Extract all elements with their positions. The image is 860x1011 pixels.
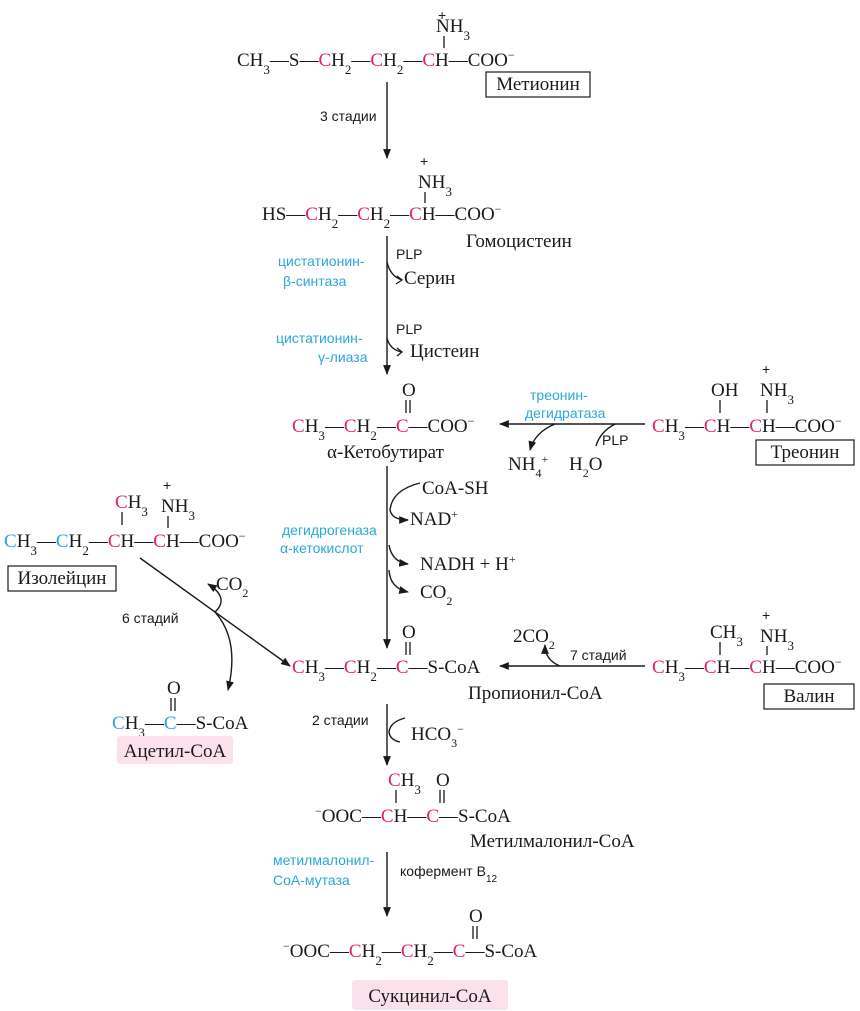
coa-sh-label: CoA-SH — [422, 478, 489, 499]
arrow-isoleucine-acetyl — [214, 611, 234, 691]
serine-label: Серин — [404, 268, 455, 289]
ketobutyrate-label: α-Кетобутират — [327, 442, 445, 463]
svg-text:O: O — [402, 380, 416, 401]
svg-text:NH3: NH3 — [436, 16, 470, 43]
ketobutyrate-structure: O CH3—CH2—C—COO− — [292, 380, 475, 443]
hco3-arrow — [388, 717, 406, 743]
svg-text:NH3: NH3 — [760, 626, 794, 653]
svg-text:NH3: NH3 — [760, 380, 794, 407]
bckdh-enzyme-line1: дегидрогеназа — [282, 522, 377, 538]
td-enzyme-line2: дегидратаза — [525, 405, 606, 421]
svg-text:NH3: NH3 — [161, 496, 195, 523]
acetyl-coa-label: Ацетил-CoA — [124, 741, 227, 762]
svg-text:HS—CH2—CH2—CH—COO−: HS—CH2—CH2—CH—COO− — [262, 202, 502, 231]
methionine-structure: + NH3 CH3—S—CH2—CH2—CH—COO− — [237, 7, 515, 77]
svg-text:+: + — [762, 361, 770, 377]
svg-text:+: + — [762, 607, 770, 623]
svg-text:+: + — [163, 477, 171, 493]
threonine-structure: OH + NH3 CH3—CH—CH—COO− — [652, 361, 842, 443]
homocysteine-label: Гомоцистеин — [466, 231, 572, 252]
propionyl-steps-label: 2 стадии — [312, 712, 369, 728]
methionine-label: Метионин — [496, 74, 580, 95]
svg-text:CH3—C—S-CoA: CH3—C—S-CoA — [112, 713, 249, 740]
svg-text:O: O — [469, 906, 483, 927]
methionine-steps-label: 3 стадии — [320, 108, 377, 124]
svg-text:CH3: CH3 — [115, 492, 148, 519]
co2-label-1: CO2 — [420, 582, 452, 608]
svg-text:NH3: NH3 — [418, 172, 452, 199]
svg-text:−OOC—CH2—CH2—C—S-CoA: −OOC—CH2—CH2—C—S-CoA — [283, 939, 538, 968]
svg-text:CH3: CH3 — [710, 622, 743, 649]
nadh-label: NADH + H+ — [420, 552, 516, 575]
cbs-enzyme-line2: β-синтаза — [283, 273, 347, 289]
isoleucine-structure: CH3 + NH3 CH3—CH2—CH—CH—COO− — [4, 477, 246, 558]
isoleucine-steps-label: 6 стадий — [122, 610, 179, 626]
threonine-label-box: Треонин — [755, 439, 855, 466]
plp-label-3: PLP — [602, 432, 628, 448]
coa-nad-in-arrow — [389, 482, 421, 524]
nadh-out-arrow — [388, 544, 409, 567]
svg-text:CH3—CH2—C—S-CoA: CH3—CH2—C—S-CoA — [292, 657, 481, 684]
isoleucine-label-box: Изолейцин — [7, 565, 117, 592]
succinyl-coa-label: Сукцинил-CoA — [368, 986, 492, 1007]
h2o-label: H2O — [569, 454, 602, 480]
svg-text:−OOC—CH—C—S-CoA: −OOC—CH—C—S-CoA — [315, 804, 511, 827]
cgl-enzyme-line2: γ-лиаза — [318, 349, 368, 365]
nh4-label: NH4+ — [508, 452, 548, 480]
succinyl-coa-highlight — [352, 980, 508, 1010]
td-enzyme-line1: треонин- — [530, 387, 588, 403]
two-co2-arrow — [541, 644, 561, 667]
valine-structure: CH3 + NH3 CH3—CH—CH—COO− — [652, 607, 842, 684]
co2-out-arrow — [388, 569, 409, 594]
svg-text:O: O — [167, 678, 181, 699]
plp-label-1: PLP — [396, 246, 422, 262]
succinyl-coa-structure: O −OOC—CH2—CH2—C—S-CoA — [283, 906, 538, 968]
propionyl-coa-structure: O CH3—CH2—C—S-CoA — [292, 622, 481, 684]
two-co2-label: 2CO2 — [513, 626, 555, 652]
valine-label: Валин — [783, 686, 834, 707]
mcm-enzyme-line2: CoA-мутаза — [273, 872, 350, 888]
svg-text:CH3—CH2—C—COO−: CH3—CH2—C—COO− — [292, 414, 475, 443]
svg-text:CH3—CH—CH—COO−: CH3—CH—CH—COO− — [652, 655, 842, 684]
cgl-enzyme-line1: цистатионин- — [276, 330, 363, 346]
mcm-enzyme-line1: метилмалонил- — [273, 852, 375, 868]
h2o-curved-arrow — [595, 423, 616, 447]
nad-label: NAD+ — [410, 507, 458, 530]
svg-text:CH3: CH3 — [388, 770, 421, 797]
methylmalonyl-coa-structure: CH3 O −OOC—CH—C—S-CoA — [315, 770, 511, 827]
methylmalonyl-coa-label: Метилмалонил-CoA — [470, 831, 635, 852]
cbs-enzyme-line1: цистатионин- — [278, 253, 365, 269]
cysteine-curved-arrow — [386, 337, 403, 353]
co2-isoleucine-arrow — [207, 583, 222, 613]
svg-text:+: + — [420, 153, 428, 169]
valine-label-box: Валин — [763, 683, 855, 710]
svg-text:+: + — [438, 7, 446, 23]
svg-text:CH3—CH—CH—COO−: CH3—CH—CH—COO− — [652, 414, 842, 443]
bckdh-enzyme-line2: α-кетокислот — [280, 540, 364, 556]
cysteine-label: Цистеин — [410, 341, 479, 362]
threonine-label: Треонин — [771, 442, 840, 463]
methionine-label-box: Метионин — [485, 71, 591, 98]
svg-text:OH: OH — [711, 380, 739, 401]
homocysteine-structure: + NH3 HS—CH2—CH2—CH—COO− — [262, 153, 502, 231]
hco3-label: HCO3− — [411, 722, 464, 750]
valine-steps-label: 7 стадий — [570, 647, 627, 663]
co2-label-2: CO2 — [216, 574, 248, 600]
nh4-curved-arrow — [528, 423, 556, 451]
propionyl-coa-label: Пропионил-CoA — [468, 683, 603, 704]
svg-text:CH3—CH2—CH—CH—COO−: CH3—CH2—CH—CH—COO− — [4, 529, 246, 558]
plp-label-2: PLP — [396, 321, 422, 337]
svg-text:O: O — [402, 622, 416, 643]
svg-text:CH3—S—CH2—CH2—CH—COO−: CH3—S—CH2—CH2—CH—COO− — [237, 48, 515, 77]
isoleucine-label: Изолейцин — [18, 568, 107, 589]
serine-curved-arrow — [386, 261, 403, 281]
acetyl-coa-highlight — [117, 736, 233, 764]
svg-text:O: O — [436, 770, 450, 791]
mcm-cofactor-label: кофермент B12 — [400, 863, 498, 885]
